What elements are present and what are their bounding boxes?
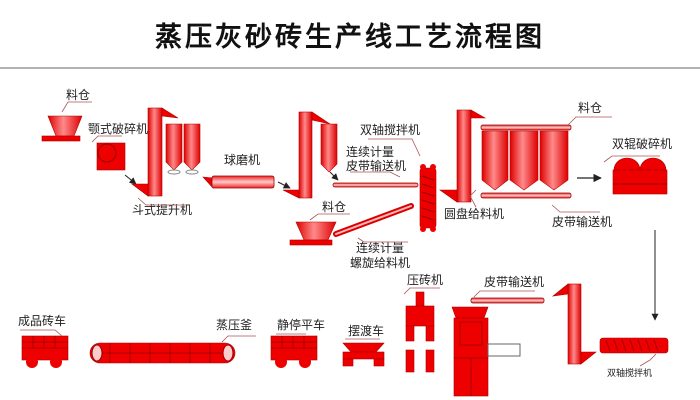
label-bucket-elevator: 斗式提升机: [132, 202, 192, 217]
ball-mill: [202, 175, 275, 189]
flow-arrow: [329, 171, 339, 181]
label-jaw-crusher: 颚式破碎机: [88, 121, 148, 136]
diagram-title: 蒸压灰砂砖生产线工艺流程图: [155, 22, 545, 53]
flow-arrow: [124, 174, 137, 185]
label-brick-press: 压砖机: [407, 272, 443, 287]
bucket-elevator-2: [282, 111, 331, 199]
autoclave: [89, 342, 236, 364]
label-disc-feeder: 圆盘给料机: [444, 206, 504, 221]
label-belt-conveyor-2: 皮带输送机: [484, 274, 544, 289]
ferry-car: [342, 342, 385, 367]
bucket-elevator-1: [131, 107, 179, 197]
label-double-roll-crusher: 双辊破碎机: [612, 136, 672, 151]
label-screw-feeder-line2: 螺旋给料机: [350, 256, 410, 270]
silos-3: [481, 130, 569, 191]
top-belt-conveyor: [480, 124, 572, 131]
belt-conveyor-1: [480, 192, 572, 199]
rest-flat-car: [270, 335, 318, 368]
bucket-elevator-4: [551, 283, 597, 365]
hopper-2: [289, 221, 337, 246]
label-finished-brick-car: 成品砖车: [18, 313, 66, 328]
label-hopper-1: 料仓: [66, 88, 90, 102]
twin-shaft-mixer-horizontal: [599, 337, 669, 354]
double-roll-crusher: [612, 157, 668, 195]
label-belt-conveyor-1: 皮带输送机: [552, 214, 612, 229]
belt-conveyor-2: [470, 297, 545, 304]
label-belt-weigher-line1: 连续计量: [346, 144, 394, 159]
label-autoclave: 蒸压釜: [216, 317, 252, 332]
press-main-body: [451, 306, 521, 397]
label-belt-weigher-line2: 皮带输送机: [346, 158, 406, 173]
silo-2: [320, 123, 338, 173]
hopper-1: [41, 115, 83, 142]
twin-shaft-mixer-vertical: [419, 164, 437, 232]
bucket-elevator-3: [439, 109, 487, 203]
label-twin-shaft-mixer-top: 双轴搅拌机: [360, 122, 420, 137]
label-ferry-car: 摆渡车: [348, 323, 384, 338]
jaw-crusher: [96, 142, 126, 171]
flow-arrow: [277, 181, 291, 189]
label-twin-shaft-mixer-bottom: 双轴搅拌机: [607, 367, 652, 379]
label-hopper-3: 料仓: [578, 101, 602, 115]
belt-weigher: [332, 182, 419, 188]
finished-brick-car: [21, 335, 69, 368]
label-screw-feeder-line1: 连续计量: [356, 240, 404, 255]
silos-1: [165, 123, 201, 175]
label-rest-flat-car: 静停平车: [277, 317, 325, 332]
label-hopper-2: 料仓: [322, 200, 346, 214]
brick-press: [405, 291, 435, 373]
label-ball-mill: 球磨机: [224, 153, 260, 167]
